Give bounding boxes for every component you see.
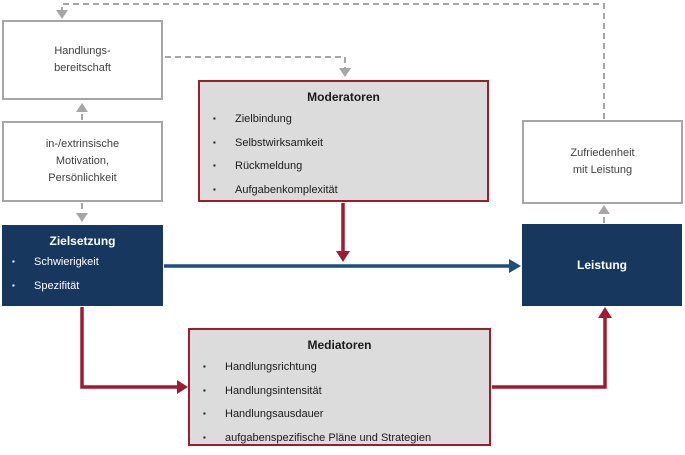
mediatoren-list: ▪ Handlungsrichtung ▪ Handlungsintensitä… (190, 361, 489, 455)
box-leistung: Leistung (522, 224, 682, 306)
bullet-icon: ▪ (213, 185, 235, 194)
arrow-motivation-to-zielsetzung (76, 203, 88, 222)
box-title: Moderatoren (200, 82, 487, 104)
list-item-label: Handlungsintensität (225, 385, 322, 397)
box-moderatoren: Moderatoren ▪ Zielbindung ▪ Selbstwirksa… (198, 80, 489, 202)
bullet-icon: ▪ (12, 257, 34, 266)
box-title: Zielsetzung (2, 225, 163, 248)
bullet-icon: ▪ (203, 433, 225, 442)
list-item-label: Handlungsrichtung (225, 361, 317, 373)
list-item-label: aufgabenspezifische Pläne und Strategien (225, 432, 431, 444)
arrow-moderatoren-to-main-arrow (336, 203, 350, 262)
arrow-motivation-to-handlungsbereitschaft (76, 103, 88, 120)
list-item: ▪ Handlungsausdauer (203, 408, 489, 432)
list-item: ▪ aufgabenspezifische Pläne und Strategi… (203, 432, 489, 455)
list-item: ▪ Selbstwirksamkeit (213, 137, 487, 161)
bullet-icon: ▪ (213, 161, 235, 170)
box-title: Leistung (577, 258, 627, 272)
box-title: Mediatoren (190, 330, 489, 352)
list-item-label: Selbstwirksamkeit (235, 137, 323, 149)
bullet-icon: ▪ (203, 386, 225, 395)
arrow-zielsetzung-to-leistung (164, 259, 521, 273)
list-item: ▪ Schwierigkeit (12, 256, 163, 280)
moderatoren-list: ▪ Zielbindung ▪ Selbstwirksamkeit ▪ Rück… (200, 113, 487, 207)
bullet-icon: ▪ (12, 281, 34, 290)
list-item-label: Rückmeldung (235, 160, 302, 172)
list-item: ▪ Spezifität (12, 280, 163, 304)
arrow-mediatoren-to-leistung (492, 307, 612, 387)
bullet-icon: ▪ (213, 114, 235, 123)
arrow-handlungsbereitschaft-to-moderatoren (165, 57, 351, 77)
box-mediatoren: Mediatoren ▪ Handlungsrichtung ▪ Handlun… (188, 328, 491, 446)
list-item: ▪ Zielbindung (213, 113, 487, 137)
list-item-label: Schwierigkeit (34, 256, 99, 268)
list-item: ▪ Handlungsrichtung (203, 361, 489, 385)
box-handlungsbereitschaft: Handlungs- bereitschaft (2, 20, 163, 100)
box-zufriedenheit: Zufriedenheit mit Leistung (522, 120, 683, 204)
list-item-label: Aufgabenkomplexität (235, 184, 338, 196)
list-item-label: Spezifität (34, 280, 79, 292)
list-item-label: Zielbindung (235, 113, 292, 125)
list-item: ▪ Aufgabenkomplexität (213, 184, 487, 208)
box-zielsetzung: Zielsetzung ▪ Schwierigkeit ▪ Spezifität (2, 225, 163, 306)
bullet-icon: ▪ (213, 138, 235, 147)
list-item-label: Handlungsausdauer (225, 408, 323, 420)
arrow-zielsetzung-to-mediatoren (82, 307, 188, 394)
bullet-icon: ▪ (203, 362, 225, 371)
list-item: ▪ Handlungsintensität (203, 385, 489, 409)
zielsetzung-list: ▪ Schwierigkeit ▪ Spezifität (2, 256, 163, 303)
bullet-icon: ▪ (203, 409, 225, 418)
box-label: Handlungs- bereitschaft (54, 43, 111, 77)
box-label: in-/extrinsische Motivation, Persönlichk… (46, 136, 119, 187)
arrow-leistung-to-zufriedenheit (598, 205, 610, 223)
box-label: Zufriedenheit mit Leistung (570, 145, 634, 179)
list-item: ▪ Rückmeldung (213, 160, 487, 184)
box-motivation: in-/extrinsische Motivation, Persönlichk… (2, 121, 163, 202)
